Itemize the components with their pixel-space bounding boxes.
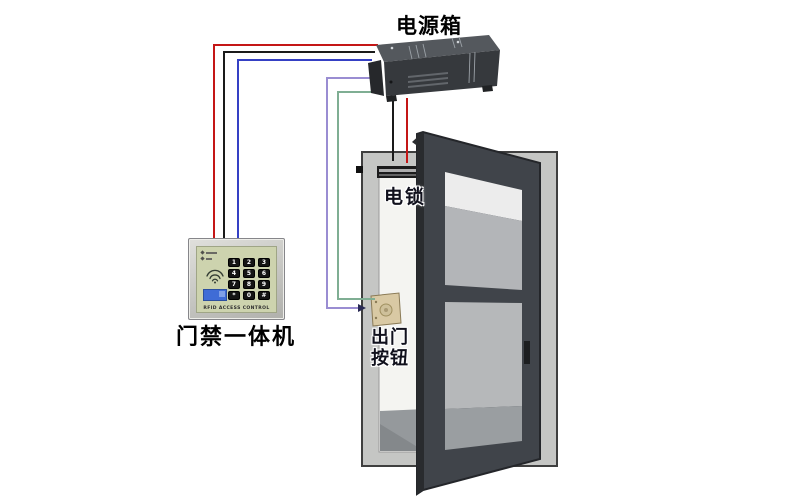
box-hole bbox=[389, 80, 393, 84]
indicator-text-mark bbox=[206, 251, 217, 254]
keypad-key: # bbox=[258, 291, 270, 300]
keypad-key: 8 bbox=[243, 280, 255, 289]
power-box-top-face bbox=[376, 35, 500, 62]
wire-green-power-to-button bbox=[337, 91, 375, 300]
lock-lower-stripe bbox=[379, 174, 430, 176]
box-screw bbox=[456, 40, 460, 44]
indicator-text-mark bbox=[206, 257, 212, 260]
rfid-wave-icon bbox=[206, 269, 224, 284]
keypad-key: 6 bbox=[258, 269, 270, 278]
power-box-label: 电源箱 bbox=[396, 14, 462, 38]
keypad-key: 4 bbox=[228, 269, 240, 278]
power-box-foot-right bbox=[482, 85, 493, 92]
power-box-foot-left bbox=[386, 95, 397, 102]
keypad-key: 2 bbox=[243, 258, 255, 267]
wire-black-keypad-to-power bbox=[223, 51, 375, 240]
keypad-key: 7 bbox=[228, 280, 240, 289]
frame-side-connector bbox=[356, 166, 363, 173]
box-screw bbox=[390, 46, 394, 50]
wire-red-keypad-to-power bbox=[213, 44, 378, 240]
indicator-dot-icon bbox=[200, 250, 205, 255]
vent-slot bbox=[408, 82, 448, 88]
wire-purple-power-to-button bbox=[326, 77, 370, 309]
electric-lock-label: 电锁 bbox=[384, 186, 427, 208]
exit-button-label-line1: 出门 bbox=[371, 327, 409, 348]
exit-button bbox=[370, 292, 402, 327]
door-edge-face bbox=[417, 133, 424, 494]
wire-blue-keypad-to-power bbox=[237, 59, 372, 240]
plate-screw-top bbox=[374, 300, 378, 304]
power-indicator bbox=[200, 250, 217, 255]
keypad-display bbox=[203, 289, 227, 301]
upper-glass-reflection bbox=[445, 172, 522, 221]
printed-markings bbox=[408, 36, 476, 84]
vent-slot bbox=[408, 72, 448, 78]
lock-armature-stripe bbox=[379, 169, 430, 172]
keypad-key: 3 bbox=[258, 258, 270, 267]
power-supply-box bbox=[368, 35, 500, 102]
door-handle bbox=[524, 341, 530, 364]
plate-screw-bottom bbox=[374, 316, 378, 320]
keypad-key: * bbox=[228, 291, 240, 300]
keypad-face: 1 2 3 4 5 6 7 8 9 * 0 # RFID ACCESS CONT… bbox=[196, 246, 277, 313]
access-keypad-label: 门禁一体机 bbox=[175, 325, 296, 350]
access-keypad-device: 1 2 3 4 5 6 7 8 9 * 0 # RFID ACCESS CONT… bbox=[188, 238, 285, 320]
exit-button-label: 出门 按钮 bbox=[371, 327, 409, 369]
keypad-key: 9 bbox=[258, 280, 270, 289]
keypad-indicators bbox=[200, 250, 217, 263]
upper-glass bbox=[445, 206, 522, 290]
door-panel bbox=[412, 130, 541, 496]
keypad-brand-text: RFID ACCESS CONTROL bbox=[203, 306, 270, 311]
indicator-dot-icon bbox=[200, 256, 205, 261]
wire-arrowhead bbox=[358, 304, 366, 312]
vent-slot bbox=[408, 77, 448, 83]
keypad-keys: 1 2 3 4 5 6 7 8 9 * 0 # bbox=[228, 258, 270, 300]
keypad-key: 5 bbox=[243, 269, 255, 278]
display-cursor bbox=[219, 291, 225, 297]
exit-button-label-line2: 按钮 bbox=[371, 348, 409, 369]
lower-glass bbox=[445, 302, 522, 409]
status-indicator bbox=[200, 256, 217, 261]
power-box-left-face bbox=[368, 60, 384, 96]
floor-shadow bbox=[380, 424, 424, 451]
keypad-key: 0 bbox=[243, 291, 255, 300]
wires bbox=[213, 44, 408, 312]
keypad-key: 1 bbox=[228, 258, 240, 267]
lower-glass-floor-tint bbox=[445, 406, 522, 450]
exit-button-center bbox=[384, 308, 388, 312]
